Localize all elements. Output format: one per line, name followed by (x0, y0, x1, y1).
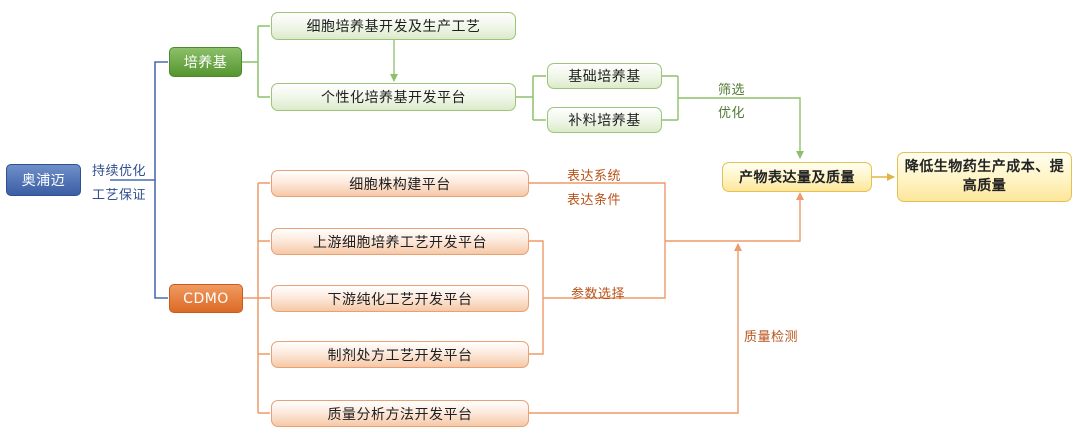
medium-dev-node: 细胞培养基开发及生产工艺 (271, 12, 516, 40)
analytics-to-quality-arrow (529, 243, 742, 414)
cdmo-hub: CDMO (169, 284, 243, 313)
root-node: 奥浦迈 (6, 164, 81, 196)
expression-condition-label: 表达条件 (567, 193, 622, 208)
platform-to-media-bracket (516, 75, 546, 121)
basic-medium-node: 基础培养基 (547, 63, 662, 89)
final-goal-label: 降低生物药生产成本、提高质量 (904, 159, 1065, 194)
formulation-label: 制剂处方工艺开发平台 (327, 347, 473, 364)
medium-hub: 培养基 (169, 47, 242, 77)
feed-medium-label: 补料培养基 (568, 113, 641, 129)
downstream-node: 下游纯化工艺开发平台 (271, 285, 529, 312)
cdmo-to-expression-arrow (665, 192, 804, 242)
medium-dev-label: 细胞培养基开发及生产工艺 (306, 19, 481, 35)
upstream-label: 上游细胞培养工艺开发平台 (313, 234, 487, 251)
analytics-label: 质量分析方法开发平台 (327, 406, 473, 423)
medium-edge-label-bottom: 优化 (718, 106, 746, 121)
parameter-selection-label: 参数选择 (571, 287, 626, 302)
feed-medium-node: 补料培养基 (547, 107, 662, 133)
media-merge-line (662, 75, 800, 158)
quality-check-label: 质量检测 (744, 330, 799, 345)
expression-quality-node: 产物表达量及质量 (722, 162, 872, 192)
cdmo-hub-bracket (243, 182, 270, 414)
medium-hub-bracket (242, 25, 270, 98)
expression-quality-label: 产物表达量及质量 (739, 170, 855, 186)
root-edge-label-top: 持续优化 (92, 164, 147, 179)
cell-line-node: 细胞株构建平台 (271, 170, 529, 197)
root-edge-label-bottom: 工艺保证 (92, 188, 147, 203)
expression-system-label: 表达系统 (567, 169, 622, 184)
cdmo-hub-label: CDMO (183, 290, 229, 307)
formulation-node: 制剂处方工艺开发平台 (271, 341, 529, 368)
basic-medium-label: 基础培养基 (568, 69, 641, 85)
upstream-formulation-bracket (529, 240, 544, 355)
root-to-medium-line (110, 61, 168, 181)
root-label: 奥浦迈 (21, 173, 66, 189)
cell-line-label: 细胞株构建平台 (349, 176, 451, 193)
medium-edge-label-top: 筛选 (718, 83, 746, 98)
root-to-cdmo-line (154, 180, 168, 299)
downstream-label: 下游纯化工艺开发平台 (327, 291, 473, 308)
upstream-node: 上游细胞培养工艺开发平台 (271, 228, 529, 255)
analytics-node: 质量分析方法开发平台 (271, 400, 529, 427)
final-goal-node: 降低生物药生产成本、提高质量 (897, 152, 1072, 202)
medium-platform-node: 个性化培养基开发平台 (271, 83, 516, 111)
medium-platform-label: 个性化培养基开发平台 (321, 90, 466, 106)
medium-hub-label: 培养基 (183, 55, 228, 71)
